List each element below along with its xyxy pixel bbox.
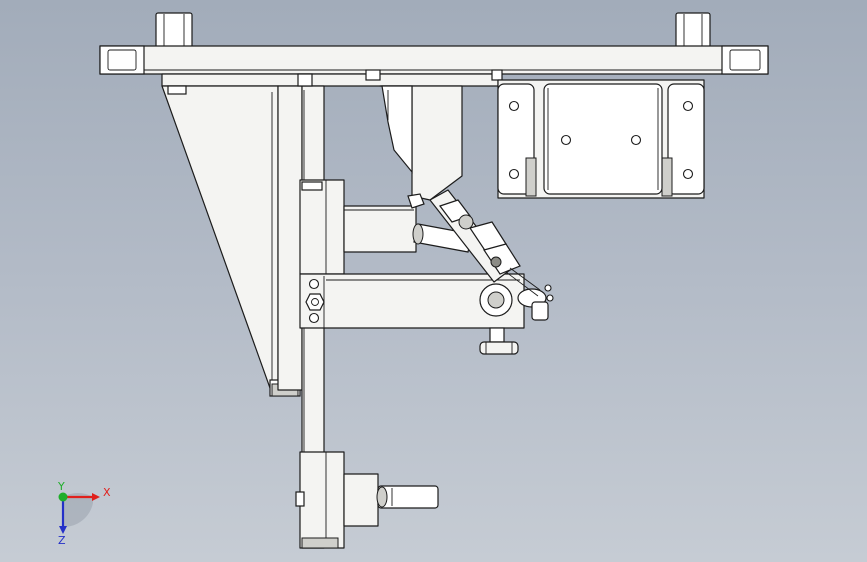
coordinate-triad[interactable]: X Z Y bbox=[57, 480, 111, 547]
y-axis-label: Y bbox=[57, 480, 65, 493]
x-axis-arrow-icon bbox=[92, 493, 100, 501]
z-axis-arrow-icon bbox=[59, 526, 67, 534]
angled-clamp bbox=[379, 85, 541, 297]
plate-underside bbox=[161, 73, 499, 87]
end-block-left bbox=[99, 45, 145, 75]
top-mounting-plate bbox=[99, 12, 769, 87]
post-left bbox=[155, 12, 193, 50]
y-axis-dot bbox=[58, 492, 68, 502]
x-axis-label: X bbox=[103, 486, 111, 499]
hex-nut bbox=[305, 293, 325, 311]
upper-mount-block bbox=[299, 179, 417, 275]
post-right bbox=[675, 12, 711, 50]
pivot-arm bbox=[299, 273, 554, 355]
upper-arm bbox=[343, 205, 417, 253]
lower-mount-block bbox=[295, 451, 439, 549]
z-axis-label: Z bbox=[58, 534, 66, 547]
right-bracket bbox=[497, 79, 705, 199]
plate-body bbox=[99, 45, 769, 75]
